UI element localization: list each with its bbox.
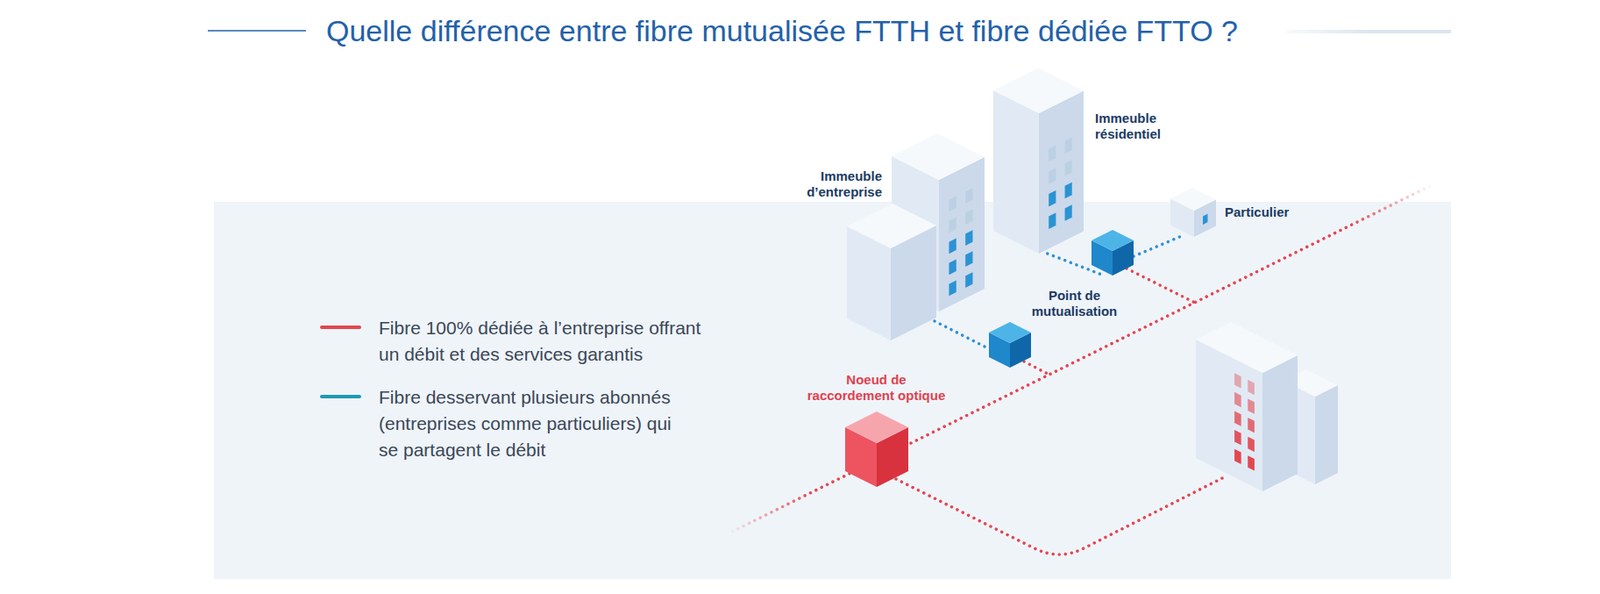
shared-fiber-link (1133, 236, 1180, 256)
window (1247, 398, 1255, 413)
window (948, 196, 956, 213)
building-face (1195, 321, 1298, 373)
building-face (1262, 355, 1298, 491)
shape-face (846, 203, 937, 249)
shape-face (1170, 187, 1216, 211)
window (1247, 379, 1255, 395)
window (1234, 391, 1242, 407)
dedicated-fiber (896, 475, 1228, 555)
window (948, 217, 956, 234)
dedicated-fiber (726, 184, 1434, 534)
legend-line (320, 325, 362, 329)
building-face (1315, 384, 1338, 484)
shared-fiber (934, 320, 989, 349)
window (965, 208, 973, 225)
window (965, 271, 973, 288)
shape-face (1038, 91, 1084, 255)
window (965, 250, 973, 267)
diagram-title: Quelle différence entre fibre mutualisée… (326, 13, 1238, 49)
window (948, 280, 956, 297)
node-label: Immeuble résidentiel (1095, 110, 1179, 143)
title-rule (1286, 29, 1451, 34)
node-label: Immeuble d’entreprise (798, 168, 882, 200)
shape-face (845, 411, 909, 443)
node-shape (845, 411, 909, 487)
shape-face (993, 90, 1039, 254)
shape-face (891, 133, 985, 180)
window (1048, 145, 1056, 162)
legend-text: Fibre desservant plusieurs abonnés (entr… (378, 384, 684, 463)
shape-face (993, 68, 1084, 114)
legend-line (320, 394, 362, 399)
window (1065, 182, 1073, 199)
node-shape (1091, 229, 1134, 276)
window (1065, 159, 1073, 176)
window (948, 259, 956, 276)
window (1247, 436, 1255, 452)
window (1247, 455, 1255, 470)
window (1048, 167, 1056, 184)
window (1065, 137, 1073, 154)
window (1247, 417, 1255, 433)
node-label: Noeud de raccordement optique (803, 371, 949, 404)
office-building: Immeuble d’entreprise (846, 133, 985, 341)
shape-face (938, 156, 985, 312)
shape-face (1091, 229, 1134, 251)
window (965, 229, 973, 246)
node-label: Particulier (1224, 204, 1313, 221)
window-group (1048, 137, 1073, 229)
window-group (948, 187, 973, 296)
residential-building: Immeuble résidentiel (993, 67, 1084, 254)
node-shape (993, 67, 1084, 254)
cube-face (988, 321, 1032, 343)
optical-node-cube: Noeud de raccordement optique (845, 411, 909, 487)
dedicated-fiber (1126, 268, 1195, 303)
window (1065, 204, 1073, 221)
mutualisation-cube: Point de mutualisation (1091, 229, 1134, 276)
window-group (1202, 213, 1209, 225)
node-label: Point de mutualisation (1024, 287, 1125, 320)
node-shape (846, 133, 985, 341)
window (1202, 213, 1209, 225)
house: Particulier (1170, 186, 1216, 237)
title-rule (207, 29, 306, 31)
window (1234, 448, 1242, 464)
window (948, 238, 956, 255)
window (1234, 410, 1242, 426)
window (965, 187, 973, 204)
window (1234, 429, 1242, 445)
legend-text: Fibre 100% dédiée à l’entreprise offrant… (378, 314, 712, 368)
node-shape (1170, 186, 1216, 237)
dedicated-fiber (1024, 361, 1050, 375)
window (1048, 213, 1056, 229)
window (1048, 190, 1056, 207)
window (1234, 372, 1242, 388)
window-group (1234, 372, 1255, 470)
